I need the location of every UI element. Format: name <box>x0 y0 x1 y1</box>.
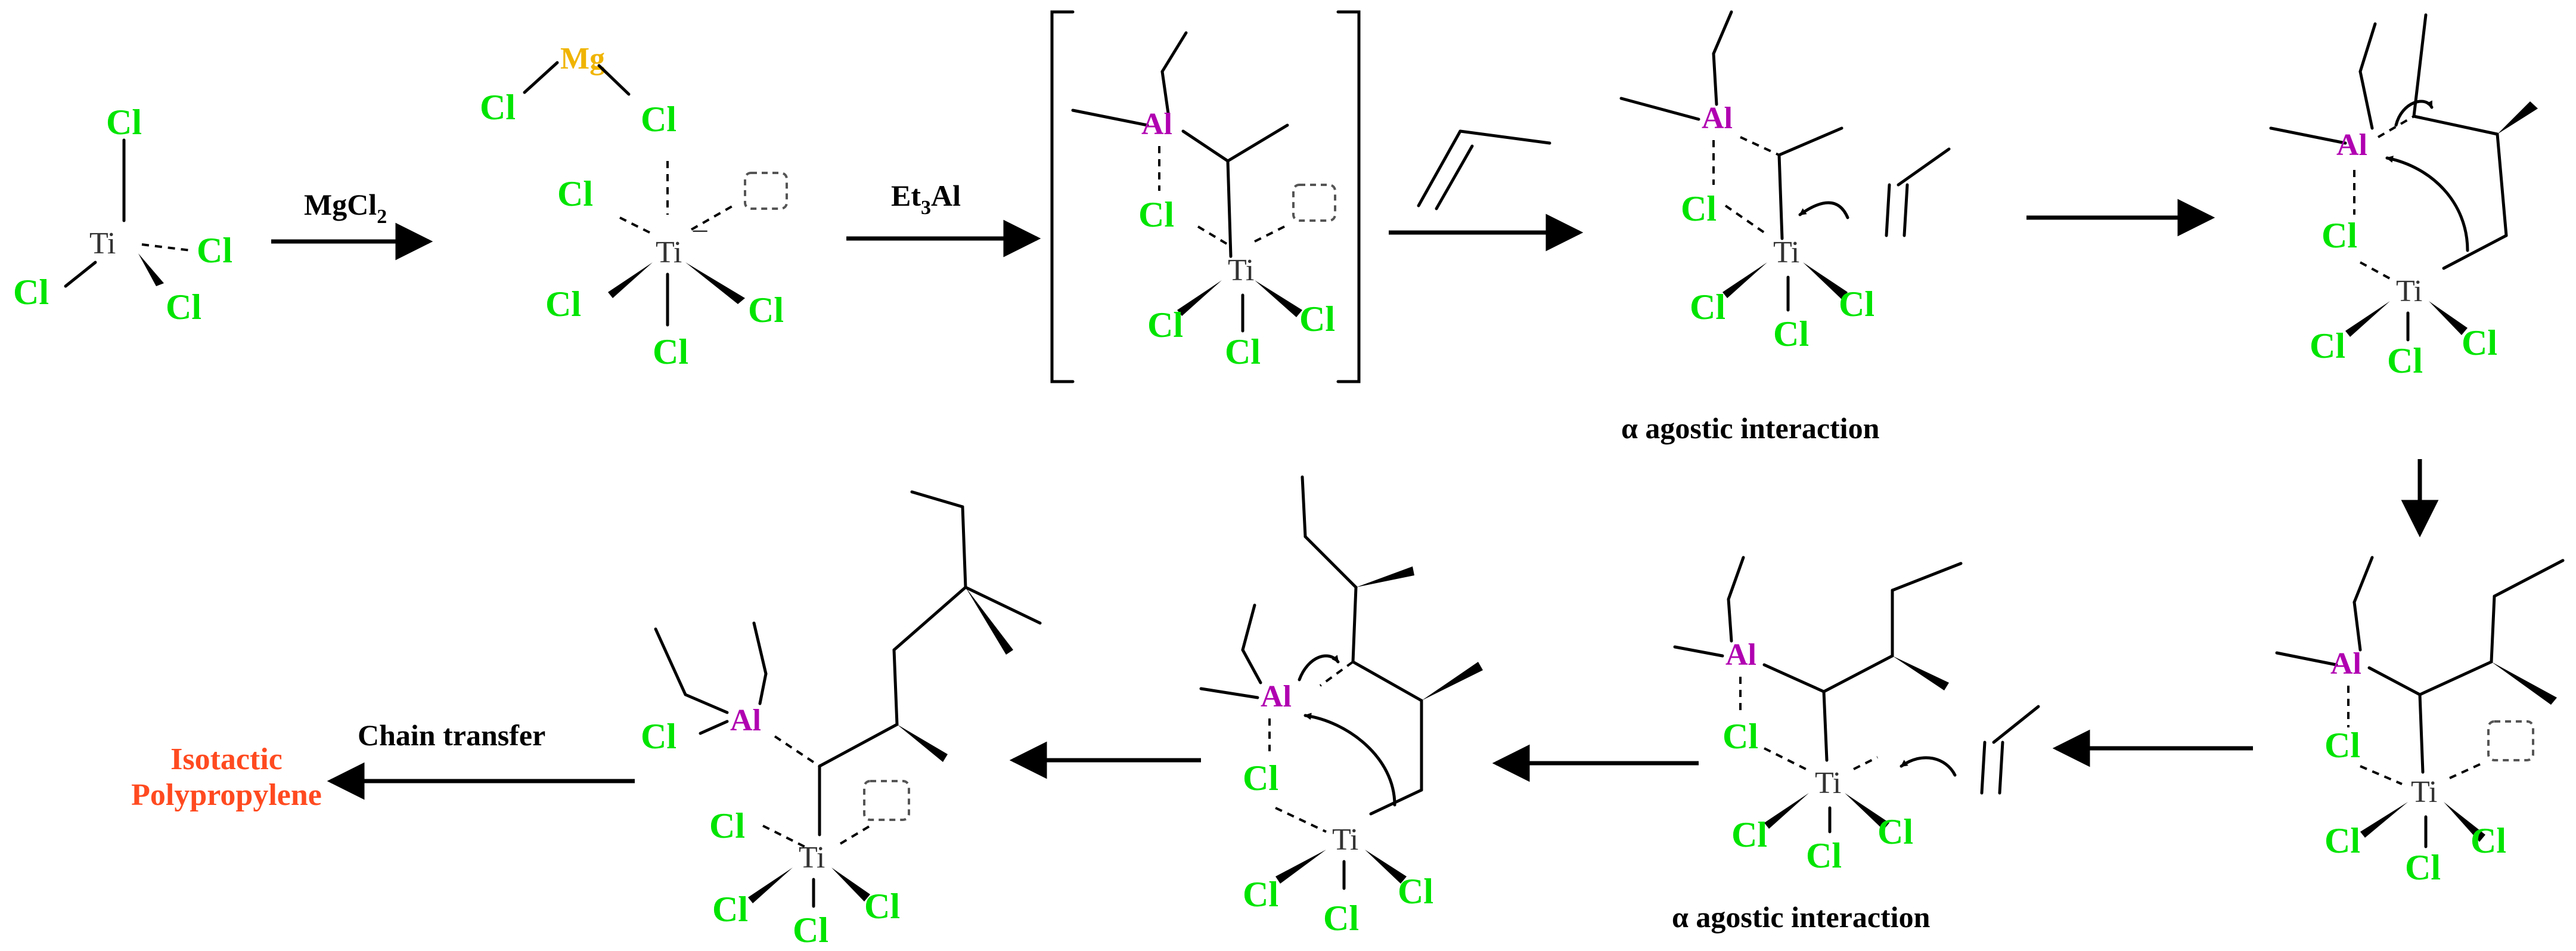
cl-atom: Cl <box>2405 848 2441 887</box>
cl-atom: Cl <box>1243 875 1278 914</box>
mg-atom: Mg <box>560 42 605 76</box>
reaction-arrow-mgcl2: MgCl2 <box>271 188 433 261</box>
ti-atom: Ti <box>799 841 825 875</box>
cl-atom: Cl <box>653 332 688 371</box>
cl-atom: Cl <box>197 231 232 270</box>
cl-atom: Cl <box>1299 299 1335 339</box>
caption-agostic-2: α agostic interaction <box>1672 900 1931 934</box>
ti-atom: Ti <box>1332 823 1358 857</box>
cl-atom: Cl <box>641 717 676 756</box>
cl-atom: Cl <box>1773 314 1809 354</box>
reaction-arrow-et3al: Et3Al <box>846 179 1041 258</box>
product-label: Isotactic Polypropylene <box>131 742 322 812</box>
vacant-site-box <box>863 780 910 821</box>
structure-before-transfer: Al Cl Ti Cl Cl Cl Cl <box>641 490 1042 950</box>
vacant-site-box <box>1292 184 1336 222</box>
cl-atom: Cl <box>1806 836 1842 875</box>
structure-insertion-1: Al Cl Ti Cl Cl Cl <box>2269 13 2538 380</box>
reagent-mgcl2: MgCl2 <box>304 188 387 228</box>
product-line-1: Isotactic <box>170 742 283 776</box>
ti-atom: Ti <box>2411 775 2437 809</box>
cl-atom: Cl <box>2324 726 2360 765</box>
cl-atom: Cl <box>2462 323 2497 363</box>
structure-chain-grown: Al Cl Ti Cl Cl Cl <box>2275 556 2565 887</box>
cl-atom: Cl <box>2471 821 2506 860</box>
cl-atom: Cl <box>793 910 828 950</box>
product-line-2: Polypropylene <box>131 778 322 812</box>
al-atom: Al <box>730 704 761 738</box>
cl-atom: Cl <box>2321 216 2357 255</box>
ti-atom: Ti <box>2396 274 2422 308</box>
reaction-arrow-propylene <box>1389 129 1584 252</box>
cl-atom: Cl <box>106 103 142 142</box>
structure-insertion-2: Al Cl Ti Cl Cl Cl <box>1199 475 1483 938</box>
ti-atom: Ti <box>1815 766 1841 800</box>
cl-atom: Cl <box>480 88 516 127</box>
cl-atom: Cl <box>13 272 49 312</box>
cl-atom: Cl <box>557 174 593 213</box>
cl-atom: Cl <box>1722 717 1758 756</box>
ti-atom: Ti <box>1228 253 1254 287</box>
cl-atom: Cl <box>864 887 900 926</box>
al-atom: Al <box>2330 647 2361 681</box>
reagent-et3al: Et3Al <box>891 179 961 219</box>
caption-agostic-1: α agostic interaction <box>1621 411 1880 445</box>
cl-atom: Cl <box>748 290 784 330</box>
ti-atom: Ti <box>89 227 116 261</box>
structure-ticl4: Cl Ti Cl Cl Cl <box>13 103 232 327</box>
cl-atom: Cl <box>1225 332 1261 371</box>
cl-atom: Cl <box>1877 812 1913 851</box>
cl-atom: Cl <box>641 100 676 139</box>
chain-transfer-label: Chain transfer <box>358 718 545 752</box>
al-atom: Al <box>1261 680 1292 714</box>
vacant-site-box <box>2487 720 2534 761</box>
structure-ti-mgcl2: Mg Cl Cl Ti − Cl Cl Cl Cl <box>480 42 788 371</box>
cl-atom: Cl <box>2310 326 2345 365</box>
cl-atom: Cl <box>1138 195 1174 234</box>
reaction-arrow-chain-transfer: Chain transfer <box>327 718 635 800</box>
cl-atom: Cl <box>166 287 201 327</box>
al-atom: Al <box>1702 101 1733 135</box>
cl-atom: Cl <box>1243 758 1278 798</box>
al-atom: Al <box>2336 128 2367 162</box>
cl-atom: Cl <box>1681 189 1717 228</box>
cl-atom: Cl <box>1839 284 1874 324</box>
cl-atom: Cl <box>1323 899 1359 938</box>
structure-agostic-1: Al Cl Ti Cl Cl Cl α agostic interaction <box>1619 10 1951 445</box>
cl-atom: Cl <box>2324 821 2360 860</box>
cl-atom: Cl <box>1147 305 1183 345</box>
cl-atom: Cl <box>1690 287 1725 327</box>
structure-bracket-complex: Al Cl Ti Cl Cl Cl <box>1050 10 1361 383</box>
cl-atom: Cl <box>1731 815 1767 854</box>
structure-agostic-2: Al Cl Ti Cl Cl Cl α agostic interaction <box>1672 556 2040 934</box>
ti-atom: Ti <box>656 236 682 269</box>
al-atom: Al <box>1725 638 1756 672</box>
cl-atom: Cl <box>712 890 748 929</box>
al-atom: Al <box>1141 107 1172 141</box>
cl-atom: Cl <box>1398 872 1433 911</box>
vacant-site-box <box>744 172 788 210</box>
cl-atom: Cl <box>545 284 581 324</box>
ti-atom: Ti <box>1773 236 1799 269</box>
cl-atom: Cl <box>709 806 745 845</box>
cl-atom: Cl <box>2387 341 2423 380</box>
charge-minus: − <box>691 215 709 249</box>
